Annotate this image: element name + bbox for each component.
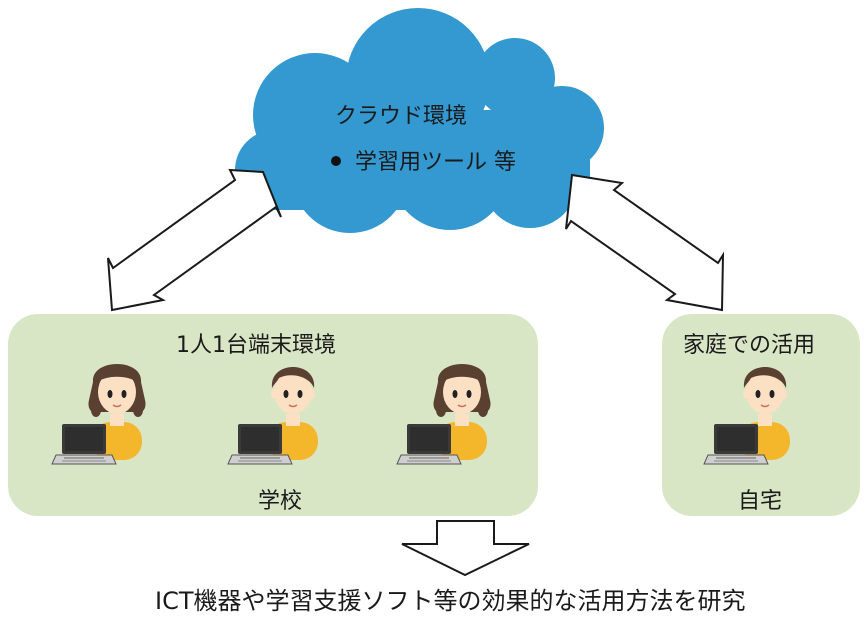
home-title: 家庭での活用: [683, 333, 816, 358]
cloud-bullet-text: 学習用ツール 等: [355, 150, 516, 175]
bullet-dot-icon: [331, 156, 341, 166]
cloud-bullet: 学習用ツール 等: [331, 150, 516, 176]
school-panel: [8, 314, 538, 516]
cloud-shape: [235, 8, 604, 233]
school-title: 1人1台端末環境: [176, 333, 336, 358]
home-caption: 自宅: [738, 489, 783, 514]
cloud-title: クラウド環境: [335, 104, 468, 129]
conclusion-text: ICT機器や学習支援ソフト等の効果的な活用方法を研究: [155, 587, 746, 615]
down-arrow: [401, 520, 530, 577]
school-caption: 学校: [258, 489, 303, 514]
double-arrow-right: [565, 173, 725, 312]
double-arrow-left: [107, 168, 282, 312]
